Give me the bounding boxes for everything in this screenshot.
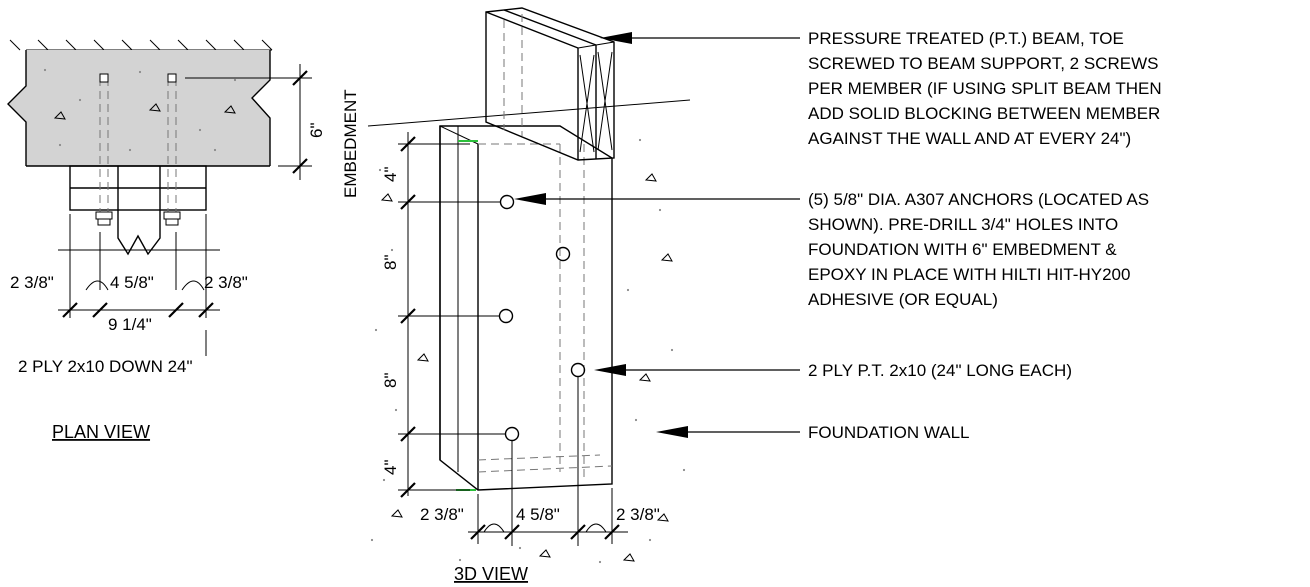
plan-dim-center: 4 5/8": [110, 273, 154, 292]
3d-dim-upper-mid: 8": [381, 255, 400, 271]
plan-dimension-chain: [58, 214, 220, 356]
callout-foundation-wall: FOUNDATION WALL: [808, 423, 970, 442]
3d-horizontal-dimensions: [468, 488, 628, 544]
plan-embedment-label: EMBEDMENT: [341, 89, 360, 198]
3d-view-title: 3D VIEW: [454, 564, 528, 584]
plan-concrete-specks: [43, 68, 237, 152]
3d-ply-assembly: [439, 125, 613, 491]
leader-lines: [514, 32, 800, 438]
3d-anchor-1: [499, 194, 515, 210]
plan-embedment-dimension: [185, 64, 312, 180]
svg-text:EPOXY IN PLACE WITH HILTI HIT-: EPOXY IN PLACE WITH HILTI HIT-HY200: [808, 265, 1130, 284]
svg-text:ADD SOLID BLOCKING BETWEEN MEM: ADD SOLID BLOCKING BETWEEN MEMBER: [808, 104, 1160, 123]
svg-text:PER MEMBER (IF USING SPLIT BEA: PER MEMBER (IF USING SPLIT BEAM THEN: [808, 79, 1162, 98]
plan-anchor-left: [95, 73, 113, 226]
plan-ground-hatch: [9, 39, 273, 51]
plan-dim-right-edge: 2 3/8": [204, 273, 248, 292]
plan-break-line-right: [251, 50, 271, 166]
callout-beam: PRESSURE TREATED (P.T.) BEAM, TOE SCREWE…: [808, 29, 1162, 148]
plan-foundation-wall: [8, 50, 270, 166]
svg-text:ADHESIVE (OR EQUAL): ADHESIVE (OR EQUAL): [808, 290, 998, 309]
plan-anchor-right: [163, 73, 181, 226]
3d-anchor-2: [555, 246, 571, 262]
plan-ply-note: 2 PLY 2x10 DOWN 24": [18, 357, 193, 376]
3d-anchor-5: [504, 426, 520, 442]
plan-beam-stub: [117, 166, 161, 256]
3d-pt-beam: [485, 7, 615, 161]
svg-text:FOUNDATION WITH 6" EMBEDMENT &: FOUNDATION WITH 6" EMBEDMENT &: [808, 240, 1117, 259]
view-3d: 4" 8" 8" 4" 2 3/8" 4 5/8" 2 3/8" 3D VIEW: [367, 7, 691, 584]
3d-dim-bottom: 4": [381, 460, 400, 476]
3d-anchors: [498, 194, 586, 546]
3d-dim-top: 4": [381, 167, 400, 183]
plan-embedment-depth: 6": [307, 123, 326, 139]
svg-text:(5) 5/8" DIA. A307 ANCHORS (LO: (5) 5/8" DIA. A307 ANCHORS (LOCATED AS: [808, 190, 1149, 209]
callout-ply: 2 PLY P.T. 2x10 (24" LONG EACH): [808, 361, 1072, 380]
3d-foundation-wall-texture: [367, 99, 691, 564]
3d-dim-center: 4 5/8": [516, 505, 560, 524]
3d-vertical-dimensions: [398, 132, 505, 498]
svg-text:PRESSURE TREATED (P.T.) BEAM,: PRESSURE TREATED (P.T.) BEAM, TOE: [808, 29, 1124, 48]
3d-dim-left-edge: 2 3/8": [420, 505, 464, 524]
plan-break-line-left: [7, 50, 27, 166]
callout-anchors: (5) 5/8" DIA. A307 ANCHORS (LOCATED AS S…: [808, 190, 1149, 309]
3d-anchor-3: [498, 308, 514, 324]
3d-anchor-4: [570, 362, 586, 378]
plan-dim-overall: 9 1/4": [108, 315, 152, 334]
plan-view-title: PLAN VIEW: [52, 422, 150, 442]
svg-text:SHOWN). PRE-DRILL 3/4" HOLES I: SHOWN). PRE-DRILL 3/4" HOLES INTO: [808, 215, 1118, 234]
plan-dim-left-edge: 2 3/8": [10, 273, 54, 292]
plan-view: 6" EMBEDMENT 2 3/8" 4 5/8" 2 3/8" 9 1/4"…: [7, 39, 360, 442]
3d-dim-lower-mid: 8": [381, 373, 400, 389]
3d-dim-right-edge: 2 3/8": [616, 505, 660, 524]
svg-text:SCREWED TO BEAM SUPPORT, 2 SCR: SCREWED TO BEAM SUPPORT, 2 SCREWS: [808, 54, 1158, 73]
svg-text:AGAINST THE WALL AND AT EVERY: AGAINST THE WALL AND AT EVERY 24"): [808, 129, 1131, 148]
